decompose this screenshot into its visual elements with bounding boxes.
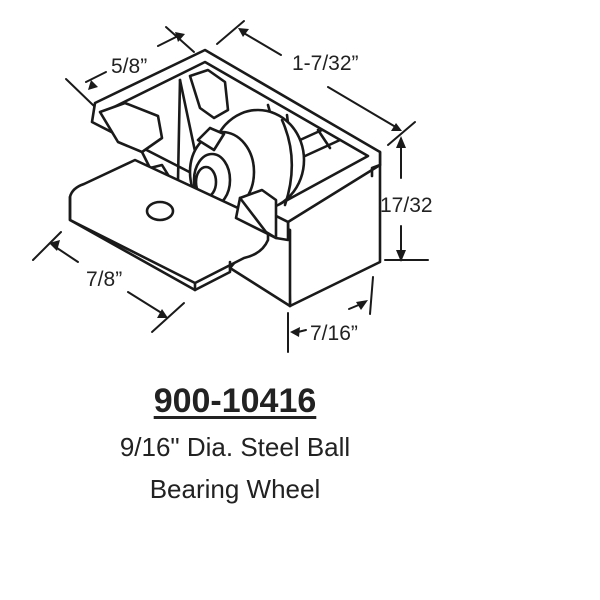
dimension-5-8: 5/8” bbox=[65, 26, 195, 107]
dimension-1-7-32: 1-7/32” bbox=[216, 20, 416, 146]
dimension-17-32: 17/32 bbox=[380, 136, 433, 262]
dimension-7-8: 7/8” bbox=[32, 231, 185, 333]
dim-label-length: 1-7/32” bbox=[292, 52, 359, 75]
mounting-tab bbox=[68, 158, 290, 292]
description-line-1: 9/16" Dia. Steel Ball bbox=[119, 432, 351, 462]
dimension-7-16: 7/16” bbox=[287, 276, 374, 353]
dim-label-depth: 7/16” bbox=[310, 322, 358, 345]
dim-label-tab-length: 7/8” bbox=[86, 268, 122, 291]
part-number: 900-10416 bbox=[153, 382, 317, 420]
description-line-2: Bearing Wheel bbox=[149, 474, 321, 504]
dim-label-height: 17/32 bbox=[380, 194, 433, 217]
dim-label-top-width: 5/8” bbox=[111, 55, 147, 78]
